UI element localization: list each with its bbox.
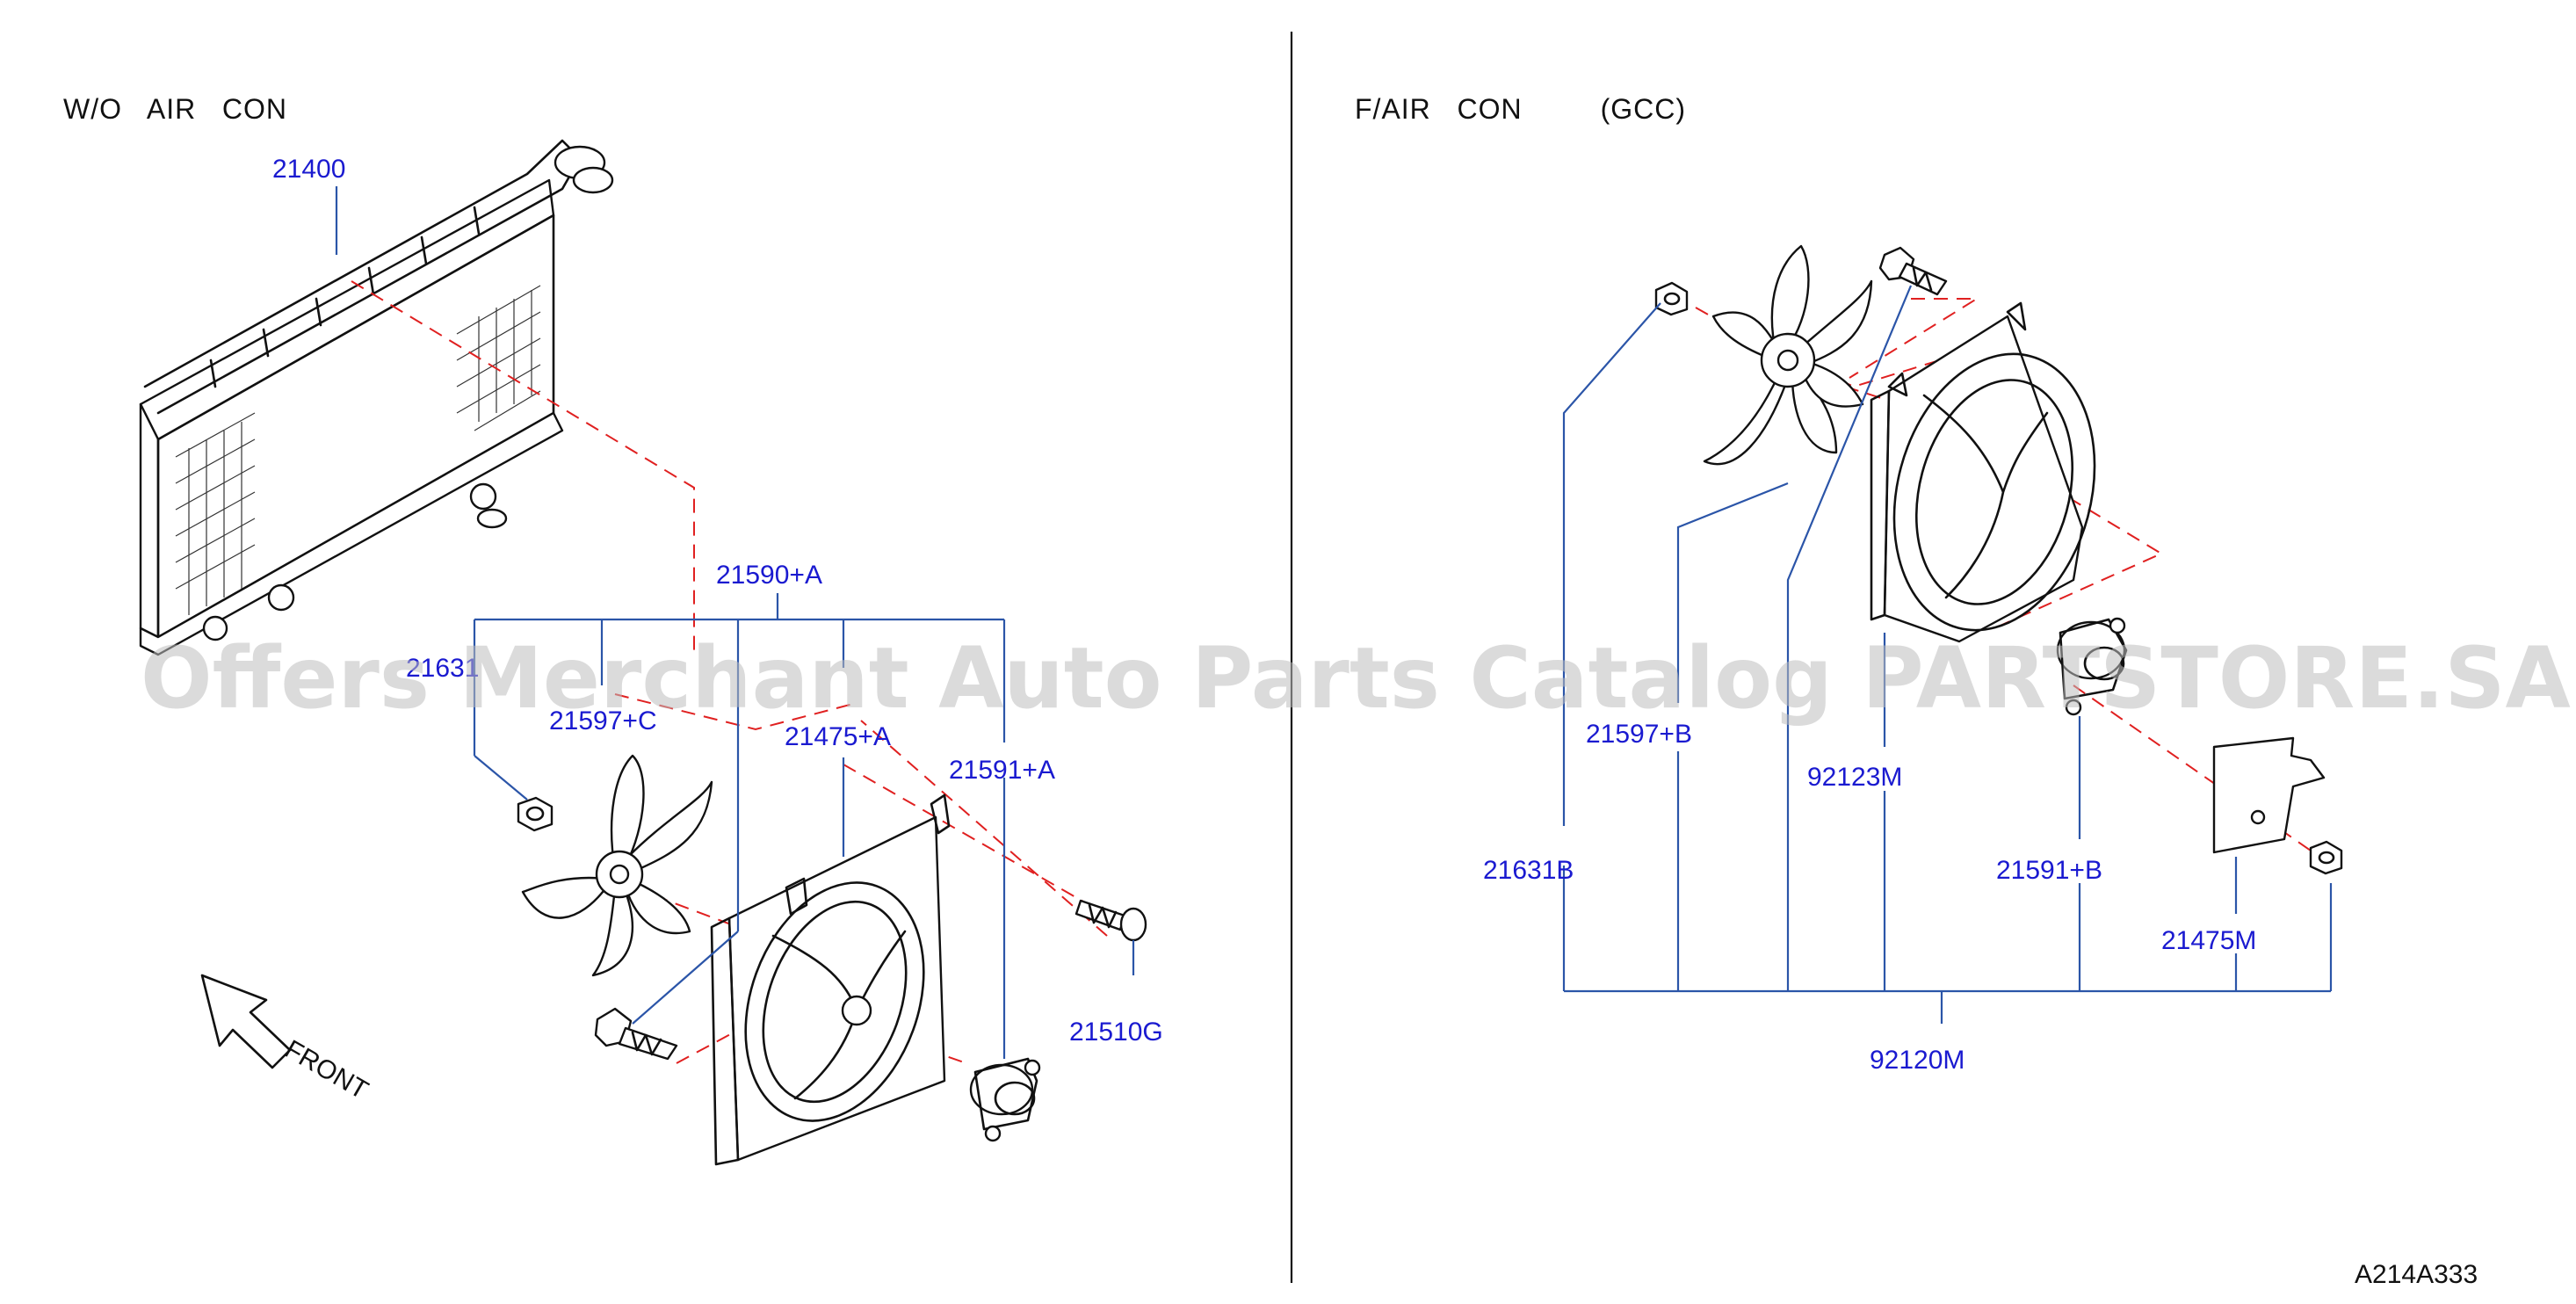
- part-21631-label[interactable]: 21631: [406, 654, 479, 683]
- motor-21591b-drawing: [2056, 617, 2128, 716]
- left-panel-heading: W/O AIR CON: [63, 93, 287, 125]
- nut-21631b-drawing: [1654, 281, 1689, 316]
- radiator-drawing: [139, 139, 614, 656]
- nut-lower-right-drawing: [2309, 840, 2343, 875]
- part-21590a-label[interactable]: 21590+A: [716, 561, 822, 590]
- part-21475a-label[interactable]: 21475+A: [785, 722, 891, 751]
- screw-21510g-drawing: [1075, 899, 1147, 942]
- part-21597c-label[interactable]: 21597+C: [549, 706, 657, 735]
- fan-right-drawing: [1703, 244, 1873, 466]
- nut-21631-drawing: [517, 796, 554, 832]
- part-21631b-label[interactable]: 21631B: [1483, 856, 1574, 885]
- part-92123m-label[interactable]: 92123M: [1807, 763, 1902, 792]
- motor-21591a-drawing: [969, 1057, 1041, 1142]
- fan-left-drawing: [521, 754, 713, 977]
- part-92120m-label[interactable]: 92120M: [1870, 1046, 1965, 1075]
- part-21475m-label[interactable]: 21475M: [2161, 926, 2256, 955]
- part-21591b-label[interactable]: 21591+B: [1996, 856, 2102, 885]
- part-21510g-label[interactable]: 21510G: [1069, 1018, 1163, 1047]
- fan-shroud-left-drawing: [710, 793, 951, 1166]
- right-panel-heading: F/AIR CON (GCC): [1355, 93, 1686, 125]
- screw-92123m-drawing: [1878, 246, 1948, 296]
- bracket-21475m-drawing: [2212, 736, 2326, 854]
- watermark-text: Offers Merchant Auto Parts Catalog PARTS…: [141, 629, 2571, 728]
- screw-left-drawing: [594, 1007, 678, 1061]
- diagram-code: A214A333: [2355, 1260, 2478, 1289]
- part-21400-label[interactable]: 21400: [272, 155, 345, 184]
- part-21597b-label[interactable]: 21597+B: [1586, 720, 1692, 749]
- front-direction-label: FRONT: [280, 1034, 373, 1105]
- fan-shroud-right-drawing: [1870, 301, 2096, 643]
- part-21591a-label[interactable]: 21591+A: [949, 756, 1055, 785]
- front-arrow-icon: [200, 974, 292, 1069]
